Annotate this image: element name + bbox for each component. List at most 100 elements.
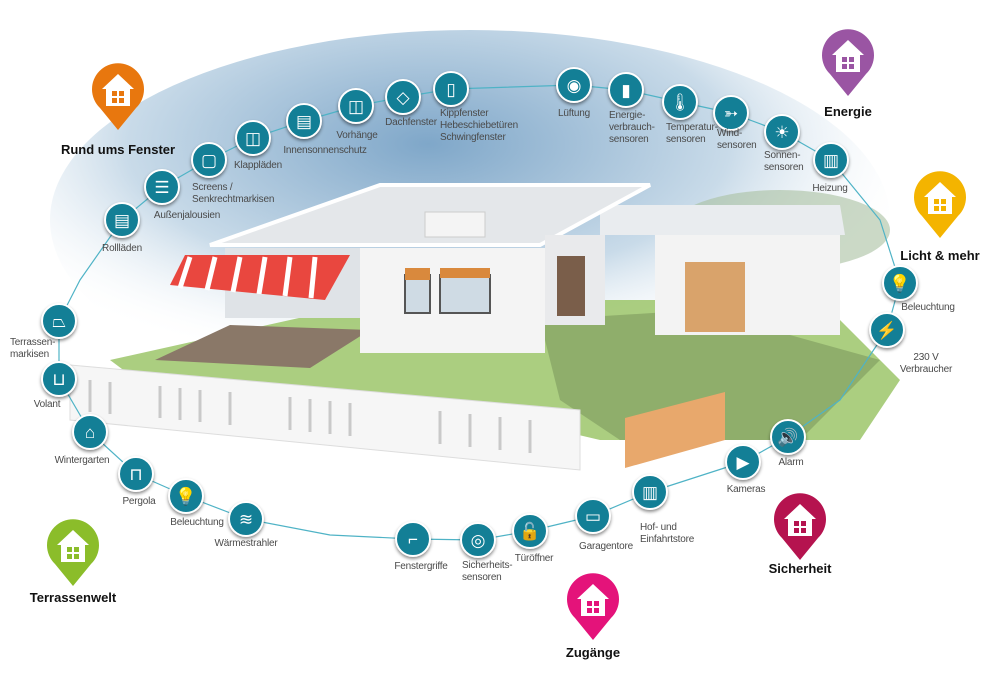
ventilation-icon: ◉ — [566, 75, 582, 95]
awning-icon: ⏢ — [52, 311, 66, 331]
windsock-icon: ➳ — [723, 103, 739, 123]
pergola-icon: ⊓ — [129, 464, 143, 484]
category-label: Sicherheit — [768, 561, 832, 576]
house-pin-icon — [914, 171, 966, 238]
feature-node[interactable]: ◎ — [460, 522, 496, 558]
shutters-icon: ◫ — [244, 128, 262, 148]
feature-node[interactable]: ◉ — [556, 67, 592, 103]
feature-node[interactable]: ⏢ — [41, 303, 77, 339]
feature-label: Terrassen- markisen — [10, 337, 56, 360]
feature-label: Beleuchtung — [170, 517, 224, 528]
category-label: Rund ums Fenster — [60, 142, 176, 157]
category-pin-energie[interactable] — [820, 28, 876, 98]
speaker-icon: 🔊 — [777, 427, 799, 447]
feature-node[interactable]: ▥ — [813, 142, 849, 178]
window-icon: ▯ — [446, 79, 456, 99]
feature-label: Temperatur- sensoren — [666, 122, 718, 145]
sun-icon: ☀ — [774, 122, 790, 142]
feature-node[interactable]: ⌂ — [72, 414, 108, 450]
screen-icon: ▢ — [200, 150, 218, 170]
feature-node[interactable]: ⌐ — [395, 521, 431, 557]
feature-node[interactable]: ▤ — [104, 202, 140, 238]
house-pin-icon — [774, 493, 826, 560]
feature-node[interactable]: ☀ — [764, 114, 800, 150]
window-handle-icon: ⌐ — [408, 529, 418, 549]
feature-node[interactable]: ≋ — [228, 501, 264, 537]
feature-label: Hof- und Einfahrtstore — [640, 522, 695, 545]
house-pin-icon — [92, 63, 145, 130]
valance-icon: ⊔ — [52, 369, 66, 389]
feature-label: Kippfenster Hebeschiebetüren Schwingfens… — [440, 108, 518, 143]
feature-node[interactable]: ▶ — [725, 444, 761, 480]
feature-node[interactable]: ◇ — [385, 79, 421, 115]
feature-label: Volant — [33, 399, 61, 410]
venetian-blind-icon: ☰ — [154, 177, 170, 197]
feature-label: Innensonnenschutz — [283, 145, 367, 156]
feature-label: Heizung — [812, 183, 848, 194]
door-lock-icon: 🔓 — [519, 521, 541, 541]
category-label: Energie — [824, 104, 872, 119]
roof-window-icon: ◇ — [396, 87, 410, 107]
feature-label: Alarm — [778, 457, 804, 468]
energy-bars-icon: ▮ — [621, 80, 631, 100]
feature-label: Sonnen- sensoren — [764, 150, 804, 173]
feature-label: Energie- verbrauch- sensoren — [609, 110, 655, 145]
feature-label: Türöffner — [514, 553, 554, 564]
category-label: Zugänge — [565, 645, 621, 660]
curtain-icon: ◫ — [347, 96, 365, 116]
gate-icon: ▥ — [641, 482, 659, 502]
heater-icon: ≋ — [238, 509, 254, 529]
feature-label: Pergola — [122, 496, 156, 507]
category-pin-terrassenwelt[interactable] — [45, 518, 101, 588]
feature-label: Fenstergriffe — [394, 561, 448, 572]
feature-label: Wind- sensoren — [717, 128, 757, 151]
feature-node[interactable]: 🌡 — [662, 84, 698, 120]
feature-label: Wintergarten — [54, 455, 110, 466]
feature-node[interactable]: ▭ — [575, 498, 611, 534]
feature-node[interactable]: ➳ — [713, 95, 749, 131]
security-sensor-icon: ◎ — [470, 530, 486, 550]
feature-node[interactable]: ◫ — [338, 88, 374, 124]
feature-label: Beleuchtung — [901, 302, 955, 313]
feature-label: Klappläden — [233, 160, 283, 171]
category-label: Terrassenwelt — [29, 590, 117, 605]
feature-node[interactable]: 🔊 — [770, 419, 806, 455]
feature-node[interactable]: 💡 — [882, 265, 918, 301]
feature-label: Garagentore — [579, 541, 633, 552]
roller-shutter-icon: ▤ — [113, 210, 131, 230]
radiator-icon: ▥ — [822, 150, 840, 170]
feature-label: Rollläden — [102, 243, 142, 254]
house-pin-icon — [47, 519, 100, 586]
category-pin-rund-ums-fenster[interactable] — [90, 62, 146, 132]
thermometer-icon: 🌡 — [669, 92, 691, 112]
feature-label: Sicherheits- sensoren — [462, 560, 513, 583]
feature-node[interactable]: ⊓ — [118, 456, 154, 492]
house-pin-icon — [822, 29, 874, 96]
feature-node[interactable]: ▮ — [608, 72, 644, 108]
garage-door-icon: ▭ — [584, 506, 602, 526]
feature-label: Kameras — [726, 484, 766, 495]
feature-label: Lüftung — [558, 108, 590, 119]
feature-node[interactable]: ▢ — [191, 142, 227, 178]
feature-label: Wärmestrahler — [214, 538, 278, 549]
conservatory-icon: ⌂ — [84, 422, 96, 442]
light-bulb-icon: 💡 — [175, 486, 197, 506]
camera-icon: ▶ — [736, 452, 750, 472]
feature-label: Außenjalousien — [153, 210, 221, 221]
category-pin-licht-mehr[interactable] — [912, 170, 968, 240]
feature-node[interactable]: 💡 — [168, 478, 204, 514]
category-pin-zugänge[interactable] — [565, 572, 621, 642]
feature-node[interactable]: ▯ — [433, 71, 469, 107]
feature-node[interactable]: ⊔ — [41, 361, 77, 397]
feature-node[interactable]: ◫ — [235, 120, 271, 156]
feature-label: Screens / Senkrechtmarkisen — [192, 182, 275, 205]
feature-label: 230 V Verbraucher — [899, 352, 953, 375]
category-pin-sicherheit[interactable] — [772, 492, 828, 562]
feature-node[interactable]: ▥ — [632, 474, 668, 510]
house-pin-icon — [567, 573, 619, 640]
feature-node[interactable]: 🔓 — [512, 513, 548, 549]
feature-node[interactable]: ☰ — [144, 169, 180, 205]
plug-icon: ⚡ — [876, 320, 898, 340]
feature-node[interactable]: ▤ — [286, 103, 322, 139]
feature-node[interactable]: ⚡ — [869, 312, 905, 348]
